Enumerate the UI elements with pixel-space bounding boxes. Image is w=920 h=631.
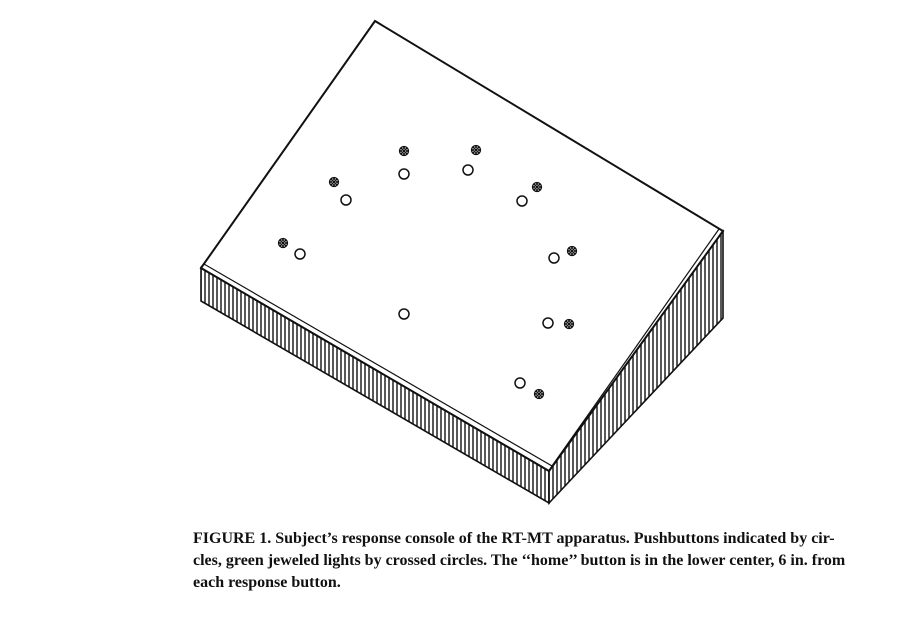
console-front-bevel — [200, 263, 553, 472]
caption-line-3: each response button. — [193, 574, 341, 591]
jeweled-light-icon — [398, 145, 410, 157]
pushbutton — [514, 377, 526, 389]
caption-line-1: FIGURE 1. Subject’s response console of … — [193, 530, 835, 547]
console-back-edge — [371, 20, 376, 26]
jeweled-light-icon — [566, 245, 578, 257]
figure-caption: FIGURE 1. Subject’s response console of … — [193, 528, 893, 594]
caption-line-2: cles, green jeweled lights by crossed ci… — [193, 552, 846, 569]
jeweled-light-icon — [563, 318, 575, 330]
console-right-bevel — [551, 228, 720, 467]
jeweled-light-icon — [470, 144, 482, 156]
pushbutton — [542, 317, 554, 329]
pushbuttons — [294, 164, 560, 389]
pushbutton — [294, 248, 306, 260]
pushbutton — [398, 168, 410, 180]
jeweled-light-icon — [328, 176, 340, 188]
pushbutton — [340, 194, 352, 206]
jeweled-light-icon — [533, 388, 545, 400]
jeweled-light-icon — [277, 237, 289, 249]
home-button — [398, 308, 410, 320]
response-console-illustration — [199, 19, 725, 506]
pushbutton — [516, 195, 528, 207]
jeweled-lights — [277, 144, 578, 400]
jeweled-light-icon — [531, 181, 543, 193]
pushbutton — [462, 164, 474, 176]
console-top-panel — [199, 19, 725, 473]
pushbutton — [548, 252, 560, 264]
figure-container — [199, 19, 725, 506]
